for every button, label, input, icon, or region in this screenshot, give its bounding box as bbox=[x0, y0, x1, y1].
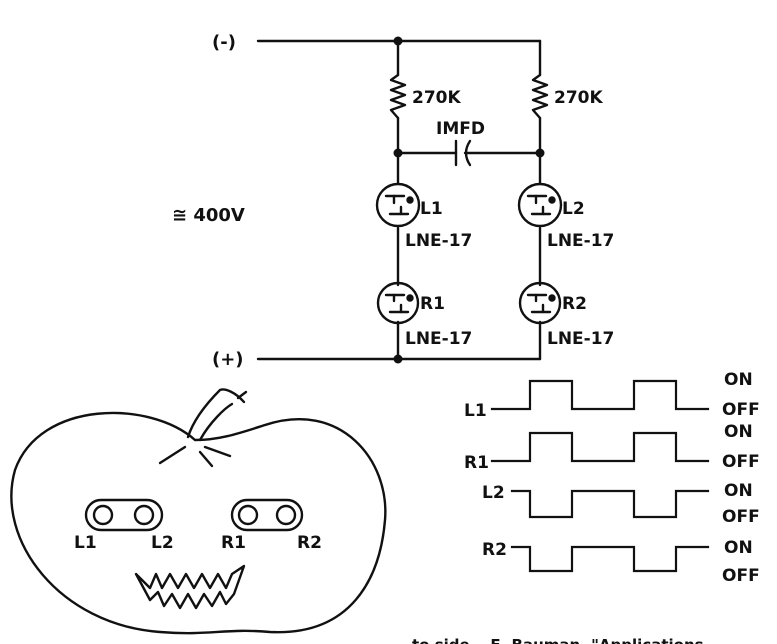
pumpkin-stem-icon bbox=[198, 402, 234, 442]
lamp-r1-label: R1 bbox=[420, 294, 445, 314]
pumpkin-stem-icon bbox=[186, 388, 246, 439]
lamp-r1-type: LNE-17 bbox=[405, 329, 472, 349]
waveform-r2 bbox=[510, 545, 710, 573]
waveform-r1 bbox=[490, 431, 710, 463]
l2-on-label: ON bbox=[724, 481, 753, 501]
lamp-r2-type: LNE-17 bbox=[547, 329, 614, 349]
lamp-l1-label: L1 bbox=[420, 199, 443, 219]
timing-label-l2: L2 bbox=[482, 483, 505, 503]
r2-on-label: ON bbox=[724, 538, 753, 558]
pumpkin-drawing bbox=[10, 388, 387, 635]
r1-off-label: OFF bbox=[722, 452, 760, 472]
neg-terminal-label: (-) bbox=[212, 32, 236, 53]
junction-dot bbox=[393, 148, 403, 158]
junction-dot bbox=[535, 148, 545, 158]
lamp-l2-type: LNE-17 bbox=[547, 231, 614, 251]
l2-off-label: OFF bbox=[722, 507, 760, 527]
circuit-schematic bbox=[256, 36, 563, 364]
resistor-right bbox=[531, 73, 549, 120]
timing-waveforms bbox=[490, 379, 710, 573]
timing-label-l1: L1 bbox=[464, 401, 487, 421]
timing-label-r2: R2 bbox=[482, 540, 507, 560]
resistor-left-value: 270K bbox=[412, 88, 461, 108]
crease-line bbox=[203, 445, 232, 458]
lamp-l1-icon bbox=[375, 182, 421, 228]
lamp-r2-label: R2 bbox=[562, 294, 587, 314]
footer-caption: to side.—E. Bauman, "Applications bbox=[412, 636, 704, 644]
timing-label-r1: R1 bbox=[464, 453, 489, 473]
capacitor-value: IMFD bbox=[436, 119, 485, 139]
lamp-r1-icon bbox=[376, 281, 420, 325]
r2-off-label: OFF bbox=[722, 566, 760, 586]
lamp-l1-type: LNE-17 bbox=[405, 231, 472, 251]
r1-on-label: ON bbox=[724, 422, 753, 442]
l1-on-label: ON bbox=[724, 370, 753, 390]
junction-dot bbox=[393, 36, 403, 46]
pos-terminal-label: (+) bbox=[212, 349, 244, 370]
pumpkin-mouth-icon bbox=[134, 564, 246, 610]
pumpkin-stem-icon bbox=[236, 390, 248, 400]
resistor-left bbox=[389, 73, 407, 120]
crease-line bbox=[198, 450, 214, 468]
pumpkin-outline bbox=[10, 411, 387, 635]
eye-label-r2: R2 bbox=[297, 533, 322, 553]
lamp-l2-label: L2 bbox=[562, 199, 585, 219]
eye-label-l2: L2 bbox=[151, 533, 174, 553]
crease-line bbox=[158, 445, 187, 465]
resistor-right-value: 270K bbox=[554, 88, 603, 108]
lamp-r2-icon bbox=[518, 281, 562, 325]
left-eye-icon bbox=[84, 498, 164, 532]
right-eye-icon bbox=[230, 498, 304, 532]
voltage-label: ≅ 400V bbox=[172, 205, 245, 226]
l1-off-label: OFF bbox=[722, 400, 760, 420]
eye-label-l1: L1 bbox=[74, 533, 97, 553]
lamp-l2-icon bbox=[517, 182, 563, 228]
waveform-l1 bbox=[490, 379, 710, 411]
junction-dot bbox=[393, 354, 403, 364]
waveform-l2 bbox=[510, 489, 710, 519]
eye-label-r1: R1 bbox=[221, 533, 246, 553]
